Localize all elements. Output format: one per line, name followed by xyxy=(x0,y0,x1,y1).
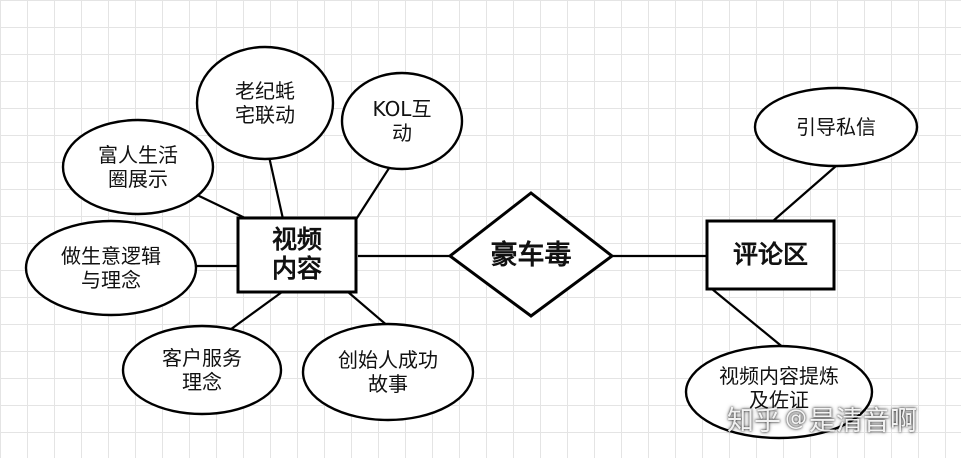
attribute-ellipse-rich-life xyxy=(61,118,215,216)
attribute-label-founder-story: 创始人成功 故事 xyxy=(338,347,438,396)
attribute-label-rich-life: 富人生活 圈展示 xyxy=(98,142,178,191)
edge-old-ji-to-video xyxy=(266,151,285,220)
watermark-site: 知乎 xyxy=(727,405,781,437)
watermark: 知乎 @ 是清音啊 xyxy=(727,398,917,438)
attribute-ellipse-business-logic xyxy=(24,219,198,317)
edge-private-msg-to-comments xyxy=(772,165,837,222)
attribute-label-old-ji: 老纪蚝 宅联动 xyxy=(235,78,295,127)
edge-founder-story-to-video xyxy=(347,291,390,328)
attribute-ellipse-customer-service xyxy=(121,324,283,416)
attribute-label-private-msg: 引导私信 xyxy=(796,114,876,139)
edge-rich-life-to-video xyxy=(194,193,246,219)
watermark-author: 是清音啊 xyxy=(809,405,917,437)
attribute-label-customer-service: 客户服务 理念 xyxy=(162,345,242,394)
relation-label: 豪车毒 xyxy=(490,239,572,271)
attribute-label-kol: KOL互 动 xyxy=(372,96,432,145)
entity-box-comments xyxy=(705,219,836,291)
attribute-ellipse-video-extract xyxy=(684,344,874,440)
attribute-ellipse-old-ji xyxy=(195,45,335,161)
entity-box-video xyxy=(236,216,358,294)
edge-kol-to-video xyxy=(354,161,394,222)
attribute-ellipse-private-msg xyxy=(753,86,919,168)
attribute-ellipse-kol xyxy=(340,71,464,171)
attribute-label-video-extract: 视频内容提炼 及佐证 xyxy=(719,364,839,413)
watermark-at: @ xyxy=(785,405,807,431)
relation-diamond xyxy=(447,191,615,318)
attribute-ellipse-founder-story xyxy=(301,322,475,422)
attribute-label-business-logic: 做生意逻辑 与理念 xyxy=(61,243,161,292)
entity-label-video: 视频 内容 xyxy=(271,225,322,283)
entity-label-comments: 评论区 xyxy=(732,239,808,269)
